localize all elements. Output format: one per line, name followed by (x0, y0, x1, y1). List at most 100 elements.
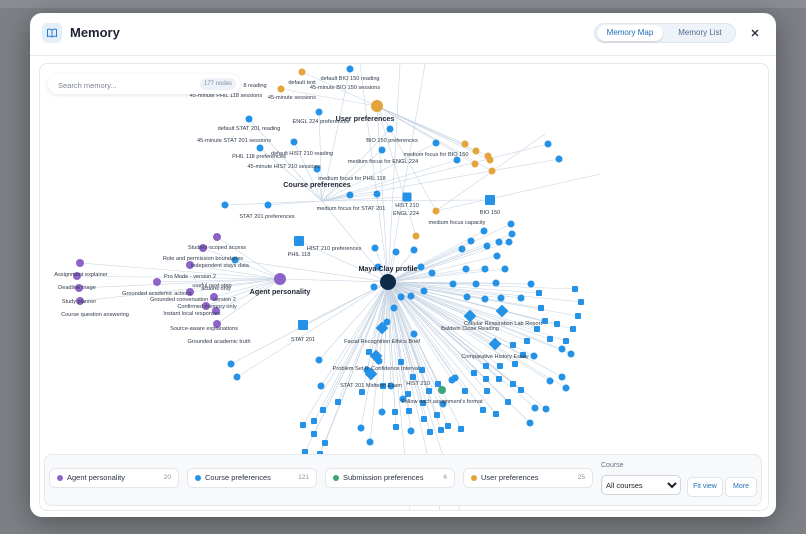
graph-node-course[interactable] (495, 238, 503, 246)
graph-node-course[interactable] (510, 342, 516, 348)
graph-node-course[interactable] (538, 305, 544, 311)
legend-item-user-preferences[interactable]: User preferences 25 (463, 468, 593, 488)
graph-node-agent[interactable] (274, 273, 286, 285)
graph-node-submission[interactable] (438, 386, 446, 394)
graph-node-user[interactable] (277, 85, 285, 93)
graph-node-course[interactable] (406, 408, 412, 414)
graph-node-course[interactable] (407, 427, 415, 435)
graph-node-course[interactable] (453, 156, 461, 164)
course-filter-select[interactable]: All courses (601, 475, 681, 495)
graph-node-course[interactable] (480, 407, 486, 413)
more-button[interactable]: More (725, 477, 757, 497)
graph-node-course[interactable] (471, 370, 477, 376)
graph-node-course[interactable] (526, 419, 534, 427)
graph-node-course[interactable] (428, 269, 436, 277)
graph-node-course[interactable] (407, 292, 415, 300)
graph-node-agent[interactable] (199, 244, 207, 252)
graph-node-agent[interactable] (212, 307, 220, 315)
graph-node-course[interactable] (546, 377, 554, 385)
graph-node-agent[interactable] (210, 293, 218, 301)
graph-node-course[interactable] (544, 140, 552, 148)
graph-node-course[interactable] (488, 337, 502, 351)
graph-node-course[interactable] (371, 244, 379, 252)
close-button[interactable] (748, 26, 762, 40)
graph-node-course[interactable] (578, 299, 584, 305)
graph-node-course[interactable] (410, 330, 418, 338)
graph-node-course[interactable] (481, 265, 489, 273)
graph-node-agent[interactable] (186, 261, 194, 269)
graph-node-course[interactable] (405, 391, 411, 397)
graph-node-course[interactable] (346, 191, 354, 199)
fit-view-button[interactable]: Fit view (687, 477, 723, 497)
graph-node-course[interactable] (536, 290, 542, 296)
search-input[interactable] (56, 77, 190, 93)
graph-node-course[interactable] (434, 412, 440, 418)
graph-node-course[interactable] (497, 294, 505, 302)
graph-node-course[interactable] (313, 165, 321, 173)
graph-node-course[interactable] (373, 190, 381, 198)
graph-node-course[interactable] (493, 252, 501, 260)
graph-node-course[interactable] (420, 287, 428, 295)
graph-node-course[interactable] (497, 363, 503, 369)
graph-node-course[interactable] (398, 359, 404, 365)
graph-node-course[interactable] (264, 201, 272, 209)
graph-node-course[interactable] (311, 431, 317, 437)
graph-node-course[interactable] (462, 265, 470, 273)
graph-node-course[interactable] (570, 326, 576, 332)
graph-node-user[interactable] (298, 68, 306, 76)
graph-node-course[interactable] (320, 407, 326, 413)
graph-node-course[interactable] (397, 293, 405, 301)
graph-node-course[interactable] (335, 399, 341, 405)
graph-node-course[interactable] (221, 201, 229, 209)
graph-node-course[interactable] (483, 376, 489, 382)
graph-node-course[interactable] (245, 115, 253, 123)
graph-node-course[interactable] (383, 318, 391, 326)
graph-node-course[interactable] (480, 227, 488, 235)
graph-node-course[interactable] (505, 238, 513, 246)
graph-node-course[interactable] (311, 418, 317, 424)
legend-item-course-preferences[interactable]: Course preferences 121 (187, 468, 317, 488)
graph-node-course[interactable] (463, 309, 477, 323)
graph-node-course[interactable] (501, 265, 509, 273)
graph-node-user[interactable] (471, 160, 479, 168)
graph-node-course[interactable] (421, 416, 427, 422)
graph-node-agent[interactable] (213, 320, 221, 328)
graph-node-course[interactable] (375, 321, 389, 335)
graph-node-course[interactable] (524, 338, 530, 344)
graph-node-course[interactable] (294, 236, 304, 246)
graph-node-user[interactable] (432, 207, 440, 215)
graph-node-course[interactable] (558, 345, 566, 353)
graph-node-course[interactable] (463, 293, 471, 301)
graph-node-course[interactable] (554, 321, 560, 327)
graph-node-course[interactable] (315, 356, 323, 364)
graph-node-user[interactable] (412, 232, 420, 240)
graph-node-course[interactable] (410, 374, 416, 380)
graph-node-course[interactable] (438, 427, 444, 433)
graph-node-course[interactable] (359, 389, 365, 395)
graph-node-course[interactable] (493, 411, 499, 417)
graph-node-course[interactable] (483, 363, 489, 369)
graph-node-course[interactable] (508, 230, 516, 238)
graph-node-course[interactable] (458, 245, 466, 253)
graph-node-course[interactable] (366, 438, 374, 446)
graph-node-course[interactable] (449, 280, 457, 288)
graph-node-agent[interactable] (213, 233, 221, 241)
graph-node-course[interactable] (387, 382, 395, 390)
graph-node-course[interactable] (547, 336, 553, 342)
graph-node-agent[interactable] (153, 278, 161, 286)
graph-node-course[interactable] (507, 220, 515, 228)
graph-node-course[interactable] (527, 280, 535, 288)
graph-node-course[interactable] (572, 286, 578, 292)
graph-node-course[interactable] (483, 242, 491, 250)
graph-node-course[interactable] (481, 295, 489, 303)
graph-node-course[interactable] (386, 125, 394, 133)
graph-node-course[interactable] (298, 320, 308, 330)
profile-node[interactable] (380, 274, 396, 290)
graph-node-course[interactable] (419, 367, 425, 373)
graph-node-course[interactable] (233, 373, 241, 381)
graph-node-course[interactable] (472, 280, 480, 288)
graph-node-course[interactable] (357, 424, 365, 432)
graph-node-course[interactable] (256, 144, 264, 152)
graph-node-course[interactable] (399, 395, 407, 403)
